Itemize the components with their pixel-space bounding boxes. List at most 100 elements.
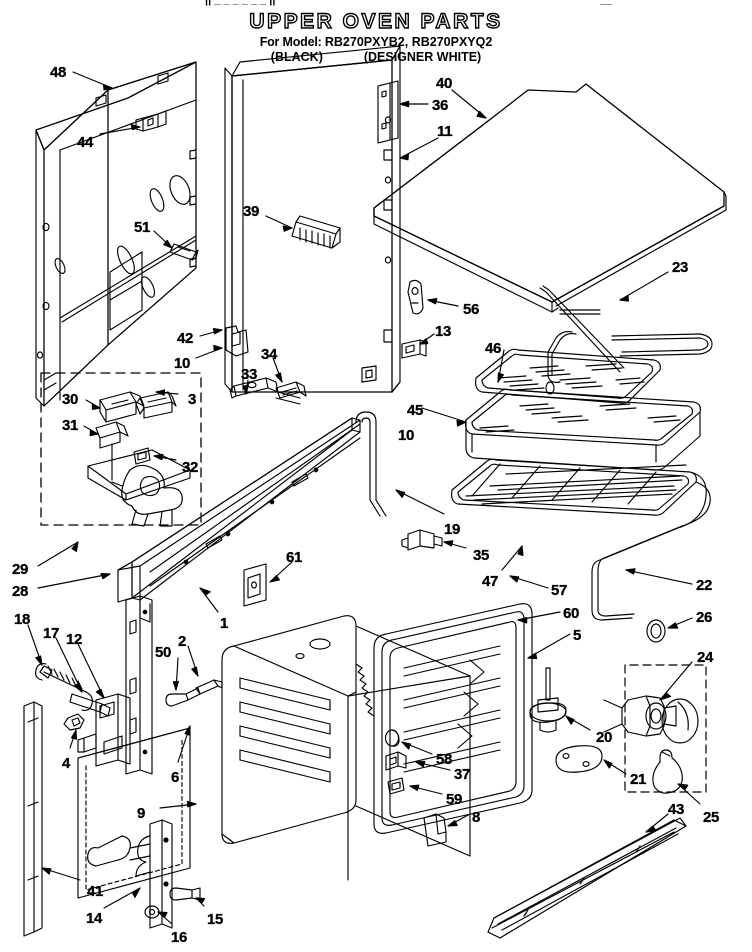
part-fastener-37 bbox=[385, 751, 407, 771]
leader-13 bbox=[419, 333, 435, 345]
part-retainer-59 bbox=[387, 777, 405, 795]
callout-door-spring: 18 bbox=[14, 611, 31, 628]
part-bracket-51 bbox=[169, 243, 199, 261]
part-pin-2 bbox=[195, 679, 223, 695]
leader-39 bbox=[265, 215, 293, 232]
leader-21 bbox=[603, 759, 627, 775]
leader-16 bbox=[157, 911, 173, 925]
part-grommet-26 bbox=[646, 619, 666, 643]
leader-17 bbox=[55, 637, 83, 693]
callout-hinge-bracket: 14 bbox=[86, 910, 103, 927]
leader-59 bbox=[409, 784, 443, 795]
leader-23 bbox=[619, 271, 669, 302]
leader-41 bbox=[41, 867, 81, 881]
part-stud-50 bbox=[165, 687, 201, 707]
leader-9 bbox=[159, 800, 197, 809]
leader-32 bbox=[153, 453, 177, 461]
callout-retainer: 59 bbox=[446, 791, 463, 808]
leader-42 bbox=[199, 328, 223, 337]
part-oven-rack-45 bbox=[465, 388, 701, 471]
callout-rack-stop: 57 bbox=[551, 582, 568, 599]
part-door-spring-18 bbox=[35, 663, 93, 711]
callout-spring-rod: 17 bbox=[43, 625, 60, 642]
callout-lamp-assembly: 24 bbox=[697, 649, 714, 666]
part-left-side-panel bbox=[35, 61, 197, 407]
leader-4 bbox=[69, 729, 77, 749]
callout-relay: 3 bbox=[188, 391, 197, 408]
part-side-trim-41 bbox=[23, 701, 43, 937]
leader-48 bbox=[72, 71, 113, 91]
part-bracket-33 bbox=[229, 377, 301, 405]
part-lamp-lens-24b bbox=[661, 698, 699, 744]
leader-8 bbox=[447, 813, 471, 827]
part-lamp-bulb-25 bbox=[652, 749, 683, 794]
callout-vent-tube: 19 bbox=[444, 521, 461, 538]
callout-side-bracket: 36 bbox=[432, 97, 449, 114]
top-cut-fragment-right: __ bbox=[600, 0, 613, 6]
callout-fitting: 35 bbox=[473, 547, 490, 564]
leader-3 bbox=[155, 389, 179, 396]
page-title: UPPER OVEN PARTS bbox=[249, 9, 503, 33]
part-hinge-tab-56 bbox=[407, 279, 424, 315]
part-terminal-block-39 bbox=[291, 215, 341, 249]
leader-1 bbox=[199, 587, 219, 613]
callout-rack-guide-rod: 23 bbox=[672, 259, 689, 276]
color-white-label: (DESIGNER WHITE) bbox=[363, 50, 482, 64]
callout-broiler-rack: 47 bbox=[482, 573, 499, 590]
callout-side-trim: 41 bbox=[87, 883, 104, 900]
callout-hinge-receiver: 12 bbox=[66, 631, 83, 648]
part-lamp-plate-21 bbox=[555, 745, 603, 773]
leader-10-top bbox=[195, 344, 223, 359]
model-line: For Model: RB270PXYB2, RB270PXYQ2 bbox=[0, 35, 752, 49]
dashed-box-electrical bbox=[40, 372, 202, 526]
callout-access-panel: 9 bbox=[137, 805, 146, 822]
part-fitting-35 bbox=[401, 529, 443, 551]
leader-43 bbox=[645, 813, 669, 833]
leader-26 bbox=[667, 617, 693, 629]
callout-oven-rack: 45 bbox=[407, 402, 424, 419]
callout-screw-stud: 50 bbox=[155, 644, 172, 661]
leader-44 bbox=[99, 123, 141, 135]
callout-bracket-arm: 33 bbox=[241, 366, 258, 383]
leader-30 bbox=[85, 399, 101, 410]
part-bracket-6 bbox=[125, 595, 153, 775]
part-bracket-10 bbox=[225, 325, 249, 357]
leader-15 bbox=[195, 897, 206, 907]
part-access-panel-9 bbox=[77, 727, 191, 899]
title-block: UPPER OVEN PARTS For Model: RB270PXYB2, … bbox=[0, 9, 752, 64]
callout-plug-button: 58 bbox=[436, 751, 453, 768]
leader-24 bbox=[659, 661, 693, 701]
leader-51 bbox=[153, 230, 173, 249]
part-label-plate-61 bbox=[243, 563, 267, 607]
leader-37 bbox=[415, 760, 451, 771]
leader-11 bbox=[399, 137, 439, 161]
callout-frame-bracket: 28 bbox=[12, 583, 29, 600]
leader-34 bbox=[272, 357, 283, 383]
callout-oven-liner: 1 bbox=[220, 615, 229, 632]
part-connector-34 bbox=[275, 381, 307, 399]
callout-hinge-tab: 56 bbox=[463, 301, 480, 318]
part-thermostat-20 bbox=[529, 667, 567, 733]
callout-washer: 16 bbox=[171, 929, 188, 946]
callout-oven-rack-lower: 22 bbox=[696, 577, 713, 594]
leader-58 bbox=[401, 741, 433, 755]
leader-47 bbox=[501, 545, 524, 571]
part-lower-rack-47 bbox=[451, 458, 711, 621]
part-oven-top-panel-40 bbox=[373, 83, 727, 313]
callout-thermostat-sensor: 20 bbox=[596, 729, 613, 746]
color-black-label: (BLACK) bbox=[270, 50, 323, 64]
leader-33 bbox=[242, 379, 249, 395]
part-oven-liner-1 bbox=[221, 615, 471, 881]
callout-wire-harness: 31 bbox=[62, 417, 79, 434]
leader-19 bbox=[395, 489, 445, 515]
part-lamp-socket-24 bbox=[603, 695, 677, 737]
part-chassis-frame-29 bbox=[117, 417, 361, 623]
callout-clip-fastener: 37 bbox=[454, 766, 471, 783]
part-rear-panel-11 bbox=[224, 45, 401, 393]
part-hinge-receiver-12 bbox=[77, 693, 131, 767]
part-terminal-32 bbox=[133, 447, 151, 465]
callout-trim-rail: 43 bbox=[668, 801, 685, 818]
callout-nut: 4 bbox=[62, 755, 71, 772]
leader-50 bbox=[172, 657, 179, 691]
